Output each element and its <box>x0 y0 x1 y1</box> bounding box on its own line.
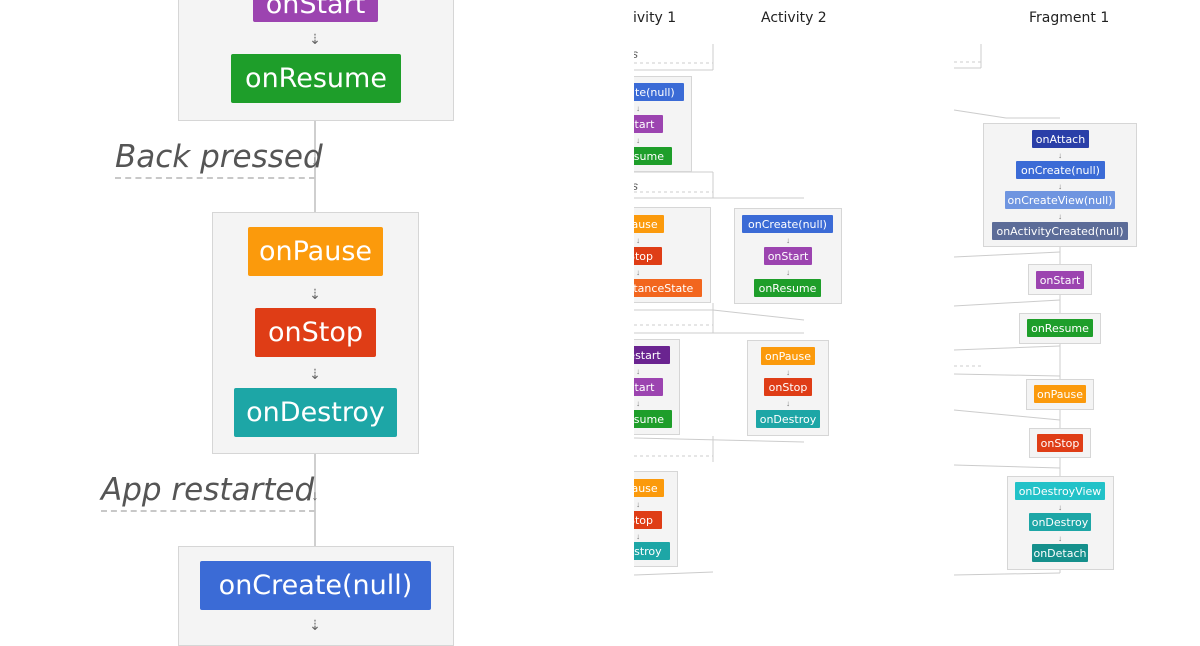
fragment-onstart: onStart <box>1036 271 1084 289</box>
fragment-onactivitycreated: onActivityCreated(null) <box>992 222 1128 240</box>
left-ondestroy: onDestroy <box>234 388 397 437</box>
arrow-down-icon: ↓ <box>311 152 319 168</box>
fragment-onpause: onPause <box>1034 385 1086 403</box>
arrow-down-icon: ↓ <box>636 104 640 113</box>
a1-onpause: Pause <box>634 215 664 233</box>
arrow-down-icon: ↓ <box>636 236 640 245</box>
a2-oncreate: onCreate(null) <box>742 215 833 233</box>
a2-ondestroy: onDestroy <box>756 410 820 428</box>
a2-onresume: onResume <box>754 279 821 297</box>
arrow-down-icon: ↓ <box>1058 534 1062 543</box>
arrow-down-icon: ⇣ <box>309 31 321 47</box>
arrow-down-icon: ↓ <box>636 268 640 277</box>
fragment-oncreate: onCreate(null) <box>1016 161 1105 179</box>
arrow-down-icon: ↓ <box>636 399 640 408</box>
arrow-down-icon: ↓ <box>311 487 319 503</box>
arrow-down-icon: ↓ <box>636 136 640 145</box>
left-onpause: onPause <box>248 227 383 276</box>
fragment-onstop: onStop <box>1037 434 1083 452</box>
a1-onresume-2: esume <box>634 410 672 428</box>
event-underline <box>101 510 315 512</box>
activity-connectors <box>634 44 805 576</box>
fragment-ondestroyview: onDestroyView <box>1015 482 1105 500</box>
a1-onstop-2: Stop <box>634 511 662 529</box>
event-label: s <box>634 179 638 193</box>
fragment-onattach: onAttach <box>1032 130 1089 148</box>
arrow-down-icon: ⇣ <box>309 286 321 302</box>
event-back-pressed: Back pressed <box>115 139 323 175</box>
left-onresume: onResume <box>231 54 401 103</box>
a1-oncreate: ate(null) <box>634 83 684 101</box>
a1-ondestroy-2: estroy <box>634 542 670 560</box>
activity-diagram: ivity 1 Activity 2 s s ate(null) ↓ Start <box>634 0 934 630</box>
header-activity-1: ivity 1 <box>634 10 677 26</box>
arrow-down-icon: ⇣ <box>309 617 321 633</box>
fragment-onresume: onResume <box>1027 319 1093 337</box>
a2-onpause: onPause <box>761 347 815 365</box>
a2-onstop: onStop <box>764 378 812 396</box>
arrow-down-icon: ↓ <box>636 367 640 376</box>
arrow-down-icon: ↓ <box>1058 503 1062 512</box>
header-activity-2: Activity 2 <box>761 10 827 26</box>
arrow-down-icon: ↓ <box>1058 212 1062 221</box>
arrow-down-icon: ↓ <box>1058 182 1062 191</box>
connector-line <box>314 121 316 212</box>
header-fragment-1: Fragment 1 <box>1029 10 1110 26</box>
left-onstop: onStop <box>255 308 376 357</box>
left-onstart-partial: onStart <box>253 0 378 22</box>
fragment-ondestroy: onDestroy <box>1029 513 1091 531</box>
fragment-oncreateview: onCreateView(null) <box>1005 191 1115 209</box>
a2-onstart: onStart <box>764 247 812 265</box>
a1-onstart-2: Start <box>634 378 663 396</box>
event-app-restarted: App restarted <box>101 472 315 508</box>
a1-onresume: esume <box>634 147 672 165</box>
arrow-down-icon: ↓ <box>1058 151 1062 160</box>
event-underline <box>115 177 315 179</box>
connector-line <box>314 454 316 546</box>
a1-onsaveinstancestate: stanceState <box>634 279 702 297</box>
left-oncreate: onCreate(null) <box>200 561 431 610</box>
arrow-down-icon: ↓ <box>786 368 790 377</box>
arrow-down-icon: ↓ <box>786 399 790 408</box>
a1-onpause-2: Pause <box>634 479 664 497</box>
event-label: s <box>634 47 638 61</box>
arrow-down-icon: ⇣ <box>309 366 321 382</box>
a1-onstop: Stop <box>634 247 662 265</box>
arrow-down-icon: ↓ <box>786 268 790 277</box>
arrow-down-icon: ↓ <box>636 500 640 509</box>
arrow-down-icon: ↓ <box>636 532 640 541</box>
fragment-ondetach: onDetach <box>1032 544 1088 562</box>
arrow-down-icon: ↓ <box>786 236 790 245</box>
a1-onrestart: estart <box>634 346 670 364</box>
a1-onstart: Start <box>634 115 663 133</box>
